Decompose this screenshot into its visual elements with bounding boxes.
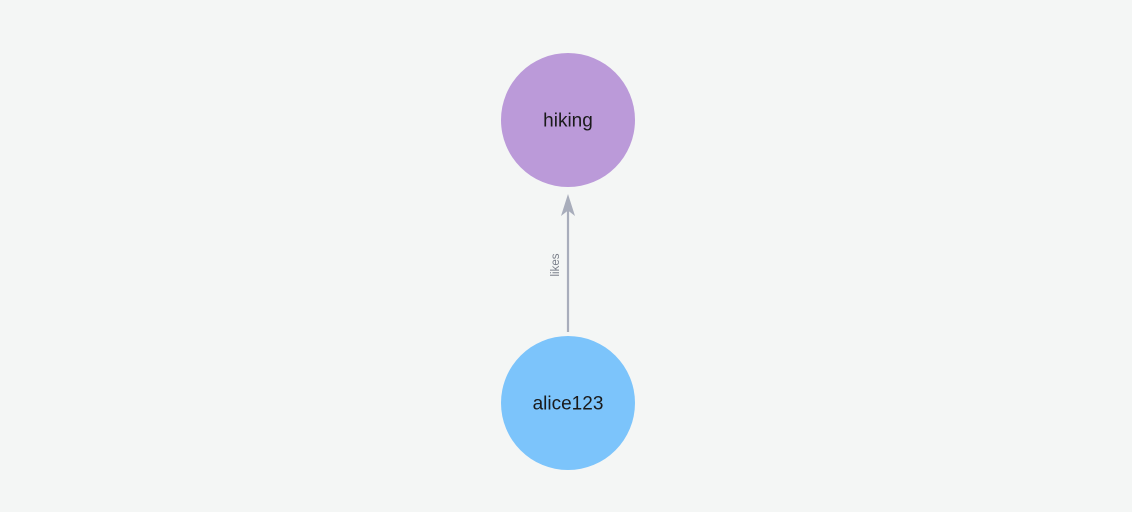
graph-edge-likes[interactable]: likes [550, 194, 575, 332]
edge-label-likes: likes [550, 253, 562, 276]
graph-node-alice123[interactable]: alice123 [501, 336, 635, 470]
graph-node-hiking[interactable]: hiking [501, 53, 635, 187]
edge-arrowhead-icon [561, 194, 575, 216]
node-circle-alice123[interactable] [501, 336, 635, 470]
node-circle-hiking[interactable] [501, 53, 635, 187]
